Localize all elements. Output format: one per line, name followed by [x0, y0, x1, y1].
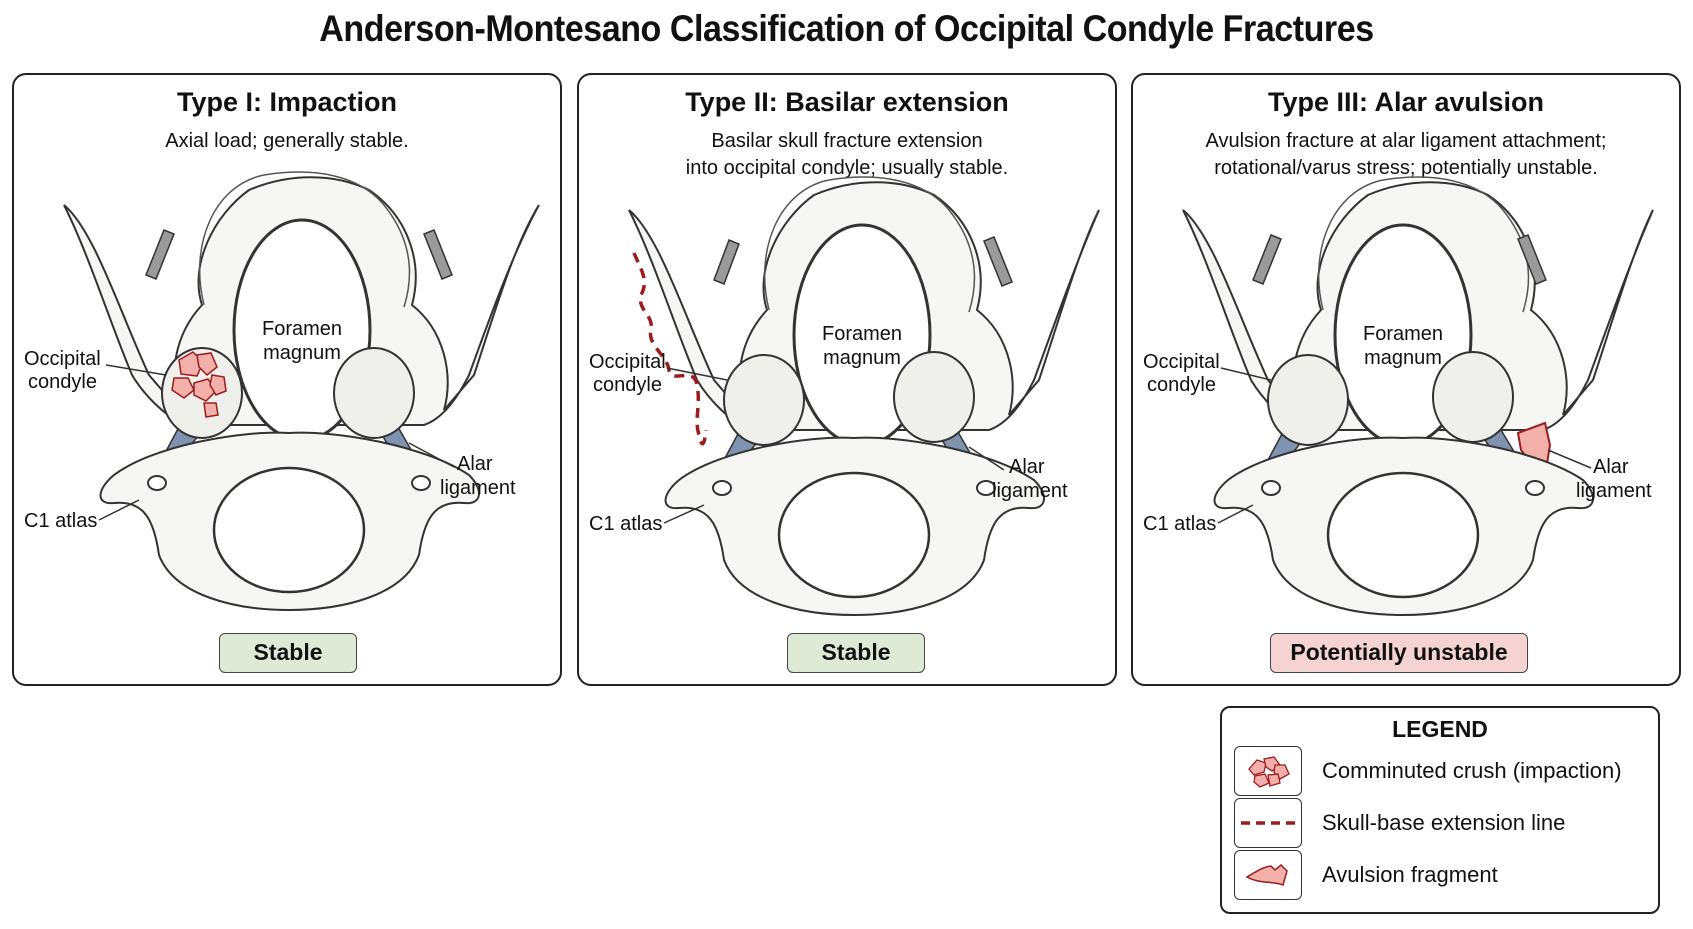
panel-description: Axial load; generally stable. [24, 128, 550, 155]
panel-type-3: Type III: Alar avulsion Avulsion fractur… [1131, 73, 1681, 686]
svg-text:Foramen: Foramen [1363, 323, 1443, 345]
c1-atlas [1213, 436, 1594, 617]
legend-label: Skull-base extension line [1322, 810, 1566, 835]
occipital-condyle-right [333, 347, 415, 439]
svg-text:condyle: condyle [593, 374, 662, 396]
foramen-label: Foramen magnum [822, 323, 902, 369]
avulsion-fragment-icon [1234, 850, 1302, 900]
c1-atlas [99, 431, 480, 612]
hypoglossal-canal-right [983, 236, 1013, 287]
legend-label: Avulsion fragment [1322, 862, 1498, 887]
svg-text:ligament: ligament [1576, 480, 1652, 502]
description-line: Avulsion fracture at alar ligament attac… [1205, 130, 1607, 152]
atlas-label: C1 atlas [1143, 504, 1254, 535]
panel-description: Avulsion fracture at alar ligament attac… [1143, 128, 1669, 182]
comminuted-crush-icon [1234, 746, 1302, 796]
description-line: into occipital condyle; usually stable. [685, 157, 1009, 179]
c1-atlas [664, 436, 1045, 617]
svg-text:condyle: condyle [1147, 374, 1216, 396]
panel-description: Basilar skull fracture extension into oc… [589, 128, 1105, 182]
anatomy-diagram: Foramen magnum Occipital condyle Alar li… [589, 176, 1100, 617]
svg-text:Foramen: Foramen [262, 318, 342, 340]
legend-item-avulsion: Avulsion fragment [1234, 850, 1654, 902]
hypoglossal-canal-left [713, 239, 740, 285]
skull-base-extension-line [632, 252, 708, 446]
foramen-label: Foramen magnum [262, 318, 342, 364]
description-line: Axial load; generally stable. [165, 130, 409, 152]
alar-label: Alar ligament [1547, 449, 1652, 502]
panel-type-1: Type I: Impaction Axial load; generally … [12, 73, 562, 686]
svg-text:Alar: Alar [457, 453, 493, 475]
anatomy-diagram: Foramen magnum Occipital con [24, 171, 540, 612]
anatomy-diagram: Foramen magnum Occipital condyle Alar li… [1143, 176, 1654, 617]
legend-item-extension-line: Skull-base extension line [1234, 798, 1654, 850]
svg-text:C1 atlas: C1 atlas [24, 510, 97, 532]
stability-badge: Stable [219, 633, 357, 673]
svg-text:Alar: Alar [1593, 456, 1629, 478]
atlas-label: C1 atlas [24, 499, 140, 532]
panel-title: Type I: Impaction [176, 87, 398, 117]
occipital-condyle-left [723, 354, 805, 446]
legend-item-comminuted: Comminuted crush (impaction) [1234, 746, 1654, 798]
hypoglossal-canal-right [423, 229, 453, 280]
panel-title: Type III: Alar avulsion [1267, 87, 1545, 117]
occipital-condyle-right [893, 351, 975, 443]
svg-text:condyle: condyle [28, 371, 97, 393]
svg-text:ligament: ligament [992, 480, 1068, 502]
svg-text:magnum: magnum [1364, 347, 1442, 369]
legend: LEGEND Comminuted crush (impaction) Skul… [1220, 706, 1660, 914]
stability-badge: Stable [787, 633, 925, 673]
legend-title: LEGEND [1392, 716, 1488, 742]
atlas-label: C1 atlas [589, 504, 705, 535]
panel-type-2: Type II: Basilar extension Basilar skull… [577, 73, 1117, 686]
comminuted-crush [171, 351, 227, 418]
panel-title: Type II: Basilar extension [685, 87, 1009, 117]
svg-text:C1 atlas: C1 atlas [589, 513, 662, 535]
condyle-label: Occipital condyle [24, 348, 167, 393]
condyle-label: Occipital condyle [589, 351, 728, 396]
svg-text:C1 atlas: C1 atlas [1143, 513, 1216, 535]
alar-label: Alar ligament [968, 446, 1068, 502]
svg-text:ligament: ligament [440, 477, 516, 499]
svg-text:magnum: magnum [823, 347, 901, 369]
legend-label: Comminuted crush (impaction) [1322, 758, 1622, 783]
dashed-line-icon [1234, 798, 1302, 848]
svg-text:Foramen: Foramen [822, 323, 902, 345]
svg-text:Occipital: Occipital [24, 348, 101, 370]
svg-text:Occipital: Occipital [1143, 351, 1220, 373]
svg-text:magnum: magnum [263, 342, 341, 364]
description-line: Basilar skull fracture extension [711, 130, 983, 152]
foramen-label: Foramen magnum [1363, 323, 1443, 369]
condyle-label: Occipital condyle [1143, 351, 1272, 396]
occipital-condyle-left [1267, 354, 1349, 446]
page-title: Anderson-Montesano Classification of Occ… [319, 8, 1374, 49]
alar-label: Alar ligament [408, 442, 516, 499]
hypoglossal-canal-left [145, 229, 175, 280]
description-line: rotational/varus stress; potentially uns… [1214, 157, 1598, 179]
stability-badge: Potentially unstable [1270, 633, 1528, 673]
hypoglossal-canal-left [1252, 234, 1282, 285]
occipital-condyle-right [1432, 351, 1514, 443]
svg-text:Alar: Alar [1009, 456, 1045, 478]
hypoglossal-canal-right [1517, 234, 1547, 285]
svg-text:Occipital: Occipital [589, 351, 666, 373]
